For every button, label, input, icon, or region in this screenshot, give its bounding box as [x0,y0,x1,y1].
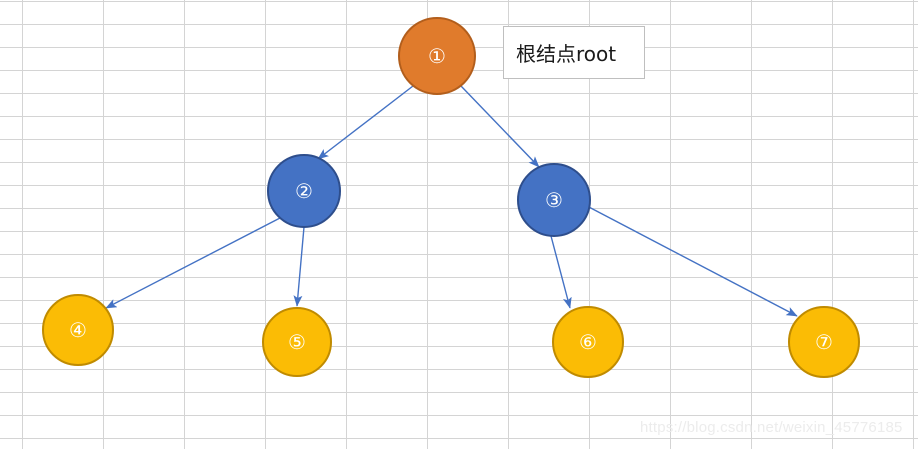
tree-edge-n1-to-n3 [460,85,540,168]
tree-node-n4[interactable] [42,294,114,366]
tree-edge-n3-to-n7 [584,204,798,317]
tree-node-n7[interactable] [788,306,860,378]
root-annotation-box: 根结点root [503,26,645,79]
tree-node-n2[interactable] [267,154,341,228]
tree-edge-n1-to-n2 [317,85,414,160]
tree-node-n3[interactable] [517,163,591,237]
tree-node-n6[interactable] [552,306,624,378]
tree-edges [105,85,798,317]
tree-node-n1[interactable] [398,17,476,95]
tree-nodes [42,17,860,378]
tree-edge-n2-to-n5 [293,226,305,307]
tree-node-n5[interactable] [262,307,332,377]
tree-edge-n3-to-n6 [550,235,572,309]
watermark-text: https://blog.csdn.net/weixin_45776185 [640,419,903,436]
tree-edge-n2-to-n4 [105,217,281,309]
root-annotation-label: 根结点root [516,42,617,66]
